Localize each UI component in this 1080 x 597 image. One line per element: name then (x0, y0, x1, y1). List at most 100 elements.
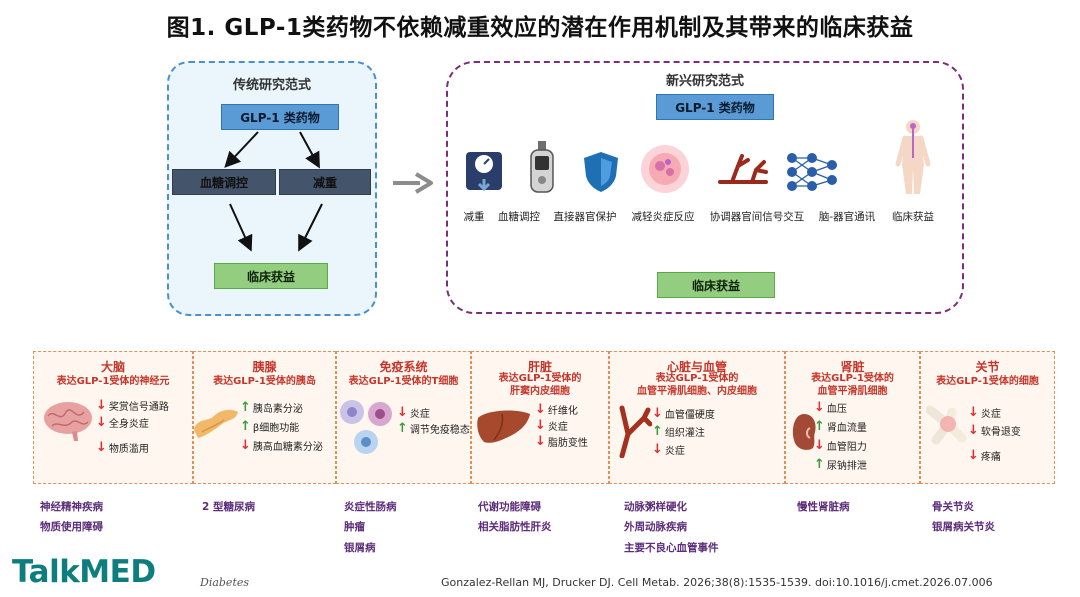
mechanism-label: 血糖调控 (498, 211, 540, 223)
disease-label: 银屑病 (344, 542, 376, 554)
traditional-glucose-box: 血糖调控 (172, 169, 276, 195)
disease-label: 外周动脉疾病 (624, 521, 687, 533)
effect-item: ↓物质滥用 (96, 440, 149, 455)
liver-icon (477, 410, 530, 443)
effect-item: ↑β细胞功能 (240, 419, 300, 434)
organ-title: 免疫系统 (379, 360, 428, 374)
effect-item: ↑尿钠排泄 (814, 457, 867, 472)
effect-item: ↓炎症 (968, 405, 1001, 420)
traditional-drug-box: GLP-1 类药物 (221, 104, 339, 130)
vessel-icon (718, 154, 768, 184)
down-arrow-icon: ↓ (652, 406, 663, 421)
human-body-icon (895, 120, 931, 194)
organ-subtitle: 血管平滑肌细胞、内皮细胞 (637, 386, 757, 397)
disease-label: 2 型糖尿病 (202, 501, 255, 513)
talkmed-logo: TalkMED (12, 554, 156, 590)
down-arrow-icon: ↓ (397, 405, 408, 420)
down-arrow-icon: ↓ (96, 440, 107, 455)
disease-label: 骨关节炎 (932, 501, 974, 513)
effect-item: ↓纤维化 (535, 402, 578, 417)
traditional-benefit-box: 临床获益 (214, 263, 328, 289)
paradigm-shift-arrow (393, 172, 433, 194)
disease-label: 主要不良心血管事件 (624, 542, 719, 554)
organ-title: 肝脏 (527, 360, 552, 374)
pancreas-icon (194, 409, 238, 438)
down-arrow-icon: ↓ (814, 438, 825, 453)
arrow-drug-to-weight (299, 131, 320, 169)
logo-subtitle: Diabetes (200, 576, 250, 589)
effect-item: ↓炎症 (535, 418, 568, 433)
organ-title: 关节 (975, 360, 1000, 374)
neural-network-icon (787, 153, 837, 191)
arrow-glucose-to-benefit (229, 203, 253, 252)
emerging-benefit-box: 临床获益 (657, 272, 775, 298)
down-arrow-icon: ↓ (814, 400, 825, 415)
figure-title: 图1. GLP-1类药物不依赖减重效应的潜在作用机制及其带来的临床获益 (166, 15, 914, 41)
disease-label: 代谢功能障碍 (478, 501, 541, 513)
organ-subtitle: 表达GLP-1受体的神经元 (56, 376, 170, 387)
organ-subtitle: 血管平滑肌细胞 (817, 386, 888, 397)
mechanism-label: 减轻炎症反应 (631, 211, 695, 223)
effect-item: ↓胰高血糖素分泌 (240, 438, 323, 453)
glucose-meter-icon (530, 141, 554, 193)
disease-label: 炎症性肠病 (344, 501, 397, 513)
down-arrow-icon: ↓ (96, 415, 107, 430)
up-arrow-icon: ↑ (397, 421, 408, 436)
up-arrow-icon: ↑ (814, 419, 825, 434)
shield-icon (584, 152, 618, 192)
effect-item: ↑胰岛素分泌 (240, 400, 303, 415)
blood-vessel-icon (619, 405, 652, 458)
down-arrow-icon: ↓ (96, 398, 107, 413)
mechanism-label: 脑-器官通讯 (818, 211, 876, 223)
effect-item: ↓血管僵硬度 (652, 406, 715, 421)
citation: Gonzalez-Rellan MJ, Drucker DJ. Cell Met… (441, 576, 993, 589)
emerging-paradigm-heading: 新兴研究范式 (665, 74, 744, 89)
organ-title: 胰腺 (252, 360, 277, 374)
arrow-drug-to-glucose (224, 131, 259, 168)
up-arrow-icon: ↑ (240, 400, 251, 415)
emerging-drug-box: GLP-1 类药物 (656, 94, 774, 120)
down-arrow-icon: ↓ (240, 438, 251, 453)
mechanism-labels: 减重 血糖调控 直接器官保护 减轻炎症反应 协调器官间信号交互 脑-器官通讯 临… (455, 209, 955, 225)
disease-label: 神经精神疾病 (40, 501, 103, 513)
effect-item: ↓血压 (814, 400, 847, 415)
mechanism-label: 减重 (463, 211, 485, 223)
organ-subtitle: 表达GLP-1受体的 (811, 373, 894, 384)
effect-item: ↓脂肪变性 (535, 434, 588, 449)
disease-label: 肿瘤 (344, 521, 365, 533)
organ-subtitle: 肝窦内皮细胞 (510, 386, 570, 397)
organ-panel-heart-vessels (609, 351, 785, 484)
effect-item: ↓炎症 (397, 405, 430, 420)
disease-label: 银屑病关节炎 (932, 521, 995, 533)
effect-item: ↓血管阻力 (814, 438, 867, 453)
down-arrow-icon: ↓ (968, 448, 979, 463)
organ-title: 大脑 (100, 360, 125, 374)
effect-item: ↑肾血流量 (814, 419, 867, 434)
mechanism-label: 直接器官保护 (553, 211, 617, 223)
organ-subtitle: 表达GLP-1受体的胰岛 (213, 376, 316, 387)
up-arrow-icon: ↑ (814, 457, 825, 472)
effect-item: ↑调节免疫稳态 (397, 421, 470, 436)
inflammation-icon (641, 145, 689, 193)
mechanism-label: 临床获益 (892, 211, 934, 223)
down-arrow-icon: ↓ (535, 418, 546, 433)
organ-subtitle: 表达GLP-1受体的 (498, 373, 582, 384)
effect-item: ↓软骨退变 (968, 423, 1021, 438)
down-arrow-icon: ↓ (535, 402, 546, 417)
disease-label: 慢性肾脏病 (797, 501, 850, 513)
joint-icon (926, 405, 967, 445)
organ-subtitle: 表达GLP-1受体的T细胞 (348, 376, 459, 387)
arrow-weight-to-benefit (298, 203, 323, 252)
effect-item: ↓疼痛 (968, 448, 1001, 463)
down-arrow-icon: ↓ (968, 423, 979, 438)
scale-icon (466, 152, 502, 192)
kidney-icon (792, 414, 816, 450)
immune-cells-icon (340, 400, 392, 454)
disease-label: 动脉粥样硬化 (624, 501, 687, 513)
down-arrow-icon: ↓ (968, 405, 979, 420)
brain-icon (44, 402, 92, 441)
organ-subtitle: 表达GLP-1受体的细胞 (936, 376, 1039, 387)
disease-label: 物质使用障碍 (40, 521, 103, 533)
effect-item: ↑组织灌注 (652, 424, 705, 439)
